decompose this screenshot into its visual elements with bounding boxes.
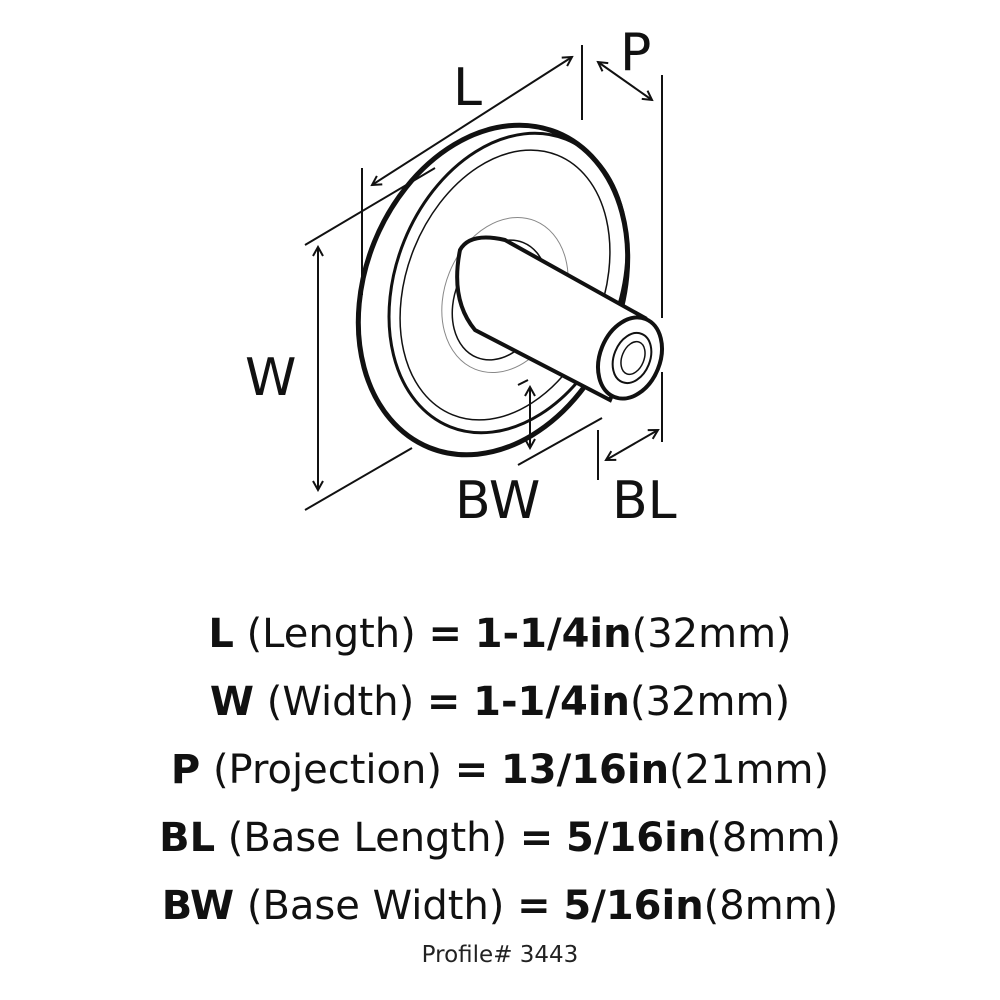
spec-row-base-length: BL (Base Length) = 5/16in(8mm) — [0, 804, 1000, 872]
spec-row-base-width: BW (Base Width) = 5/16in(8mm) — [0, 872, 1000, 940]
spec-value: 13/16in — [500, 747, 670, 793]
spec-metric: (8mm) — [703, 883, 839, 929]
spec-abbr: BW — [161, 883, 235, 929]
spec-name: (Base Width) — [246, 883, 505, 929]
dimension-lines — [304, 45, 663, 511]
dimension-specs: L (Length) = 1-1/4in(32mm) W (Width) = 1… — [0, 600, 1000, 940]
spec-value: 1-1/4in — [473, 679, 631, 725]
knob-post — [455, 235, 664, 403]
spec-row-projection: P (Projection) = 13/16in(21mm) — [0, 736, 1000, 804]
spec-row-width: W (Width) = 1-1/4in(32mm) — [0, 668, 1000, 736]
label-w: W — [245, 348, 296, 408]
spec-metric: (32mm) — [630, 679, 791, 725]
label-l: L — [453, 58, 482, 118]
label-bw: BW — [455, 471, 540, 531]
spec-name: (Projection) — [212, 747, 442, 793]
spec-name: (Width) — [266, 679, 415, 725]
spec-eq: = — [517, 883, 551, 929]
spec-abbr: BL — [159, 815, 216, 861]
spec-value: 5/16in — [563, 883, 704, 929]
spec-eq: = — [519, 815, 554, 861]
label-p: P — [620, 23, 651, 83]
spec-eq: = — [428, 611, 462, 657]
spec-eq: = — [454, 747, 489, 793]
spec-metric: (8mm) — [706, 815, 841, 861]
spec-metric: (21mm) — [669, 747, 830, 793]
spec-name: (Base Length) — [227, 815, 508, 861]
spec-eq: = — [426, 679, 461, 725]
spec-abbr: P — [170, 747, 201, 793]
profile-number: Profile# 3443 — [421, 942, 579, 968]
spec-value: 5/16in — [566, 815, 707, 861]
knob-dimension-drawing: L P W BW BL — [245, 23, 677, 531]
spec-metric: (32mm) — [631, 611, 792, 657]
spec-name: (Length) — [246, 611, 416, 657]
spec-row-length: L (Length) = 1-1/4in(32mm) — [0, 600, 1000, 668]
label-bl: BL — [612, 471, 677, 531]
spec-value: 1-1/4in — [474, 611, 632, 657]
spec-abbr: W — [209, 679, 255, 725]
spec-abbr: L — [208, 611, 234, 657]
